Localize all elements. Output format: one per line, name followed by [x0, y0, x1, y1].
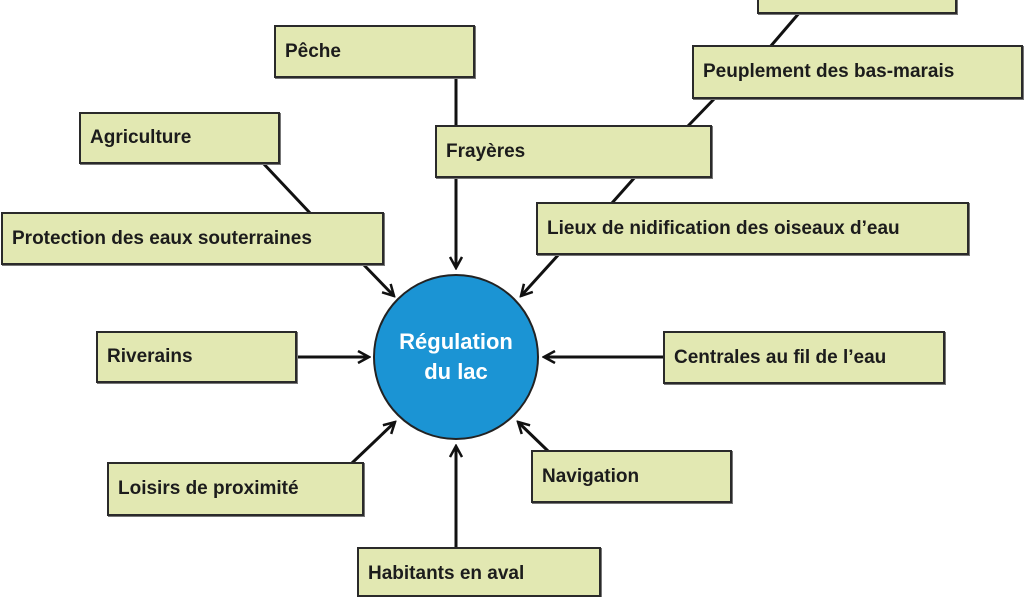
center-label-line1: Régulation: [399, 329, 513, 354]
box-peche: Pêche: [274, 25, 475, 78]
box-label: Lieux de nidification des oiseaux d’eau: [547, 217, 900, 239]
arrow-lieux: [521, 251, 562, 296]
arrow-protection: [360, 261, 394, 296]
box-label: Centrales au fil de l’eau: [674, 346, 887, 368]
box-frayeres: Frayères: [435, 125, 712, 178]
box-label: Peuplement des bas-marais: [703, 61, 955, 82]
box-label: Agriculture: [90, 127, 192, 148]
box-centrales: Centrales au fil de l’eau: [663, 331, 945, 384]
box-label: Habitants en aval: [368, 563, 525, 584]
box-label: Riverains: [107, 346, 193, 367]
box-loisirs: Loisirs de proximité: [107, 462, 364, 516]
line-agriculture-to-protection: [260, 160, 312, 215]
box-label: Loisirs de proximité: [118, 478, 299, 499]
box-riverains: Riverains: [96, 331, 297, 383]
arrow-navigation: [518, 422, 550, 453]
box-top-cut: [757, 0, 957, 14]
box-label: Navigation: [542, 465, 640, 487]
center-label-line2: du lac: [424, 359, 488, 384]
box-protection: Protection des eaux souterraines: [1, 212, 384, 265]
box-label: Pêche: [285, 41, 341, 62]
box-lieux: Lieux de nidification des oiseaux d’eau: [536, 202, 969, 255]
box-peuplement: Peuplement des bas-marais: [692, 45, 1023, 99]
box-label: Frayères: [446, 140, 526, 162]
arrow-loisirs: [350, 422, 395, 465]
box-habitants: Habitants en aval: [357, 547, 601, 597]
line-frayeres-to-lieux: [610, 175, 638, 204]
box-agriculture: Agriculture: [79, 112, 280, 164]
center-node-regulation: Régulation du lac: [373, 274, 539, 440]
connector-lines: [260, 11, 802, 548]
box-label: Protection des eaux souterraines: [12, 227, 312, 249]
box-navigation: Navigation: [531, 450, 732, 503]
line-top-to-peuplement: [768, 11, 802, 48]
line-peuplement-to-frayeres: [686, 95, 718, 128]
